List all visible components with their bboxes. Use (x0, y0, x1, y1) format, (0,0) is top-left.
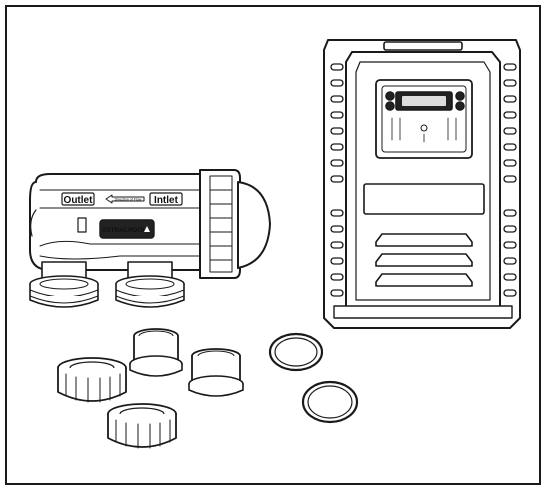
brand-plate (99, 219, 155, 239)
inlet-label-box (149, 192, 183, 206)
control-panel (375, 79, 473, 159)
brand-logo-icon (144, 226, 150, 232)
union-nut (57, 357, 127, 403)
o-ring (268, 332, 324, 372)
pipe-adapter (129, 328, 183, 377)
direction-label: Direction of Flow (115, 198, 142, 202)
electrolysis-cell: Outlet Direction of Flow Intlet ASTRALPO… (29, 169, 271, 308)
o-ring (301, 380, 359, 424)
inlet-label: Intlet (154, 195, 179, 206)
outlet-label: Outlet (64, 195, 94, 206)
brand-label: ASTRALPOOL (102, 227, 147, 234)
flow-arrow-icon (105, 194, 145, 204)
bottom-grille (375, 233, 473, 287)
button-icon (455, 101, 465, 111)
label-window (363, 183, 485, 215)
outlet-label-box (61, 192, 95, 206)
right-vent-slots (503, 63, 517, 297)
button-icon (385, 101, 395, 111)
inlet-connector (115, 261, 185, 308)
control-unit (323, 39, 521, 329)
left-vent-slots (330, 63, 344, 297)
button-icon (385, 91, 395, 101)
button-icon (455, 91, 465, 101)
outlet-connector (29, 261, 99, 308)
pipe-adapter (188, 348, 244, 397)
union-nut (107, 403, 177, 449)
indicator-led-icon (420, 124, 428, 132)
sensor-port (77, 217, 87, 233)
